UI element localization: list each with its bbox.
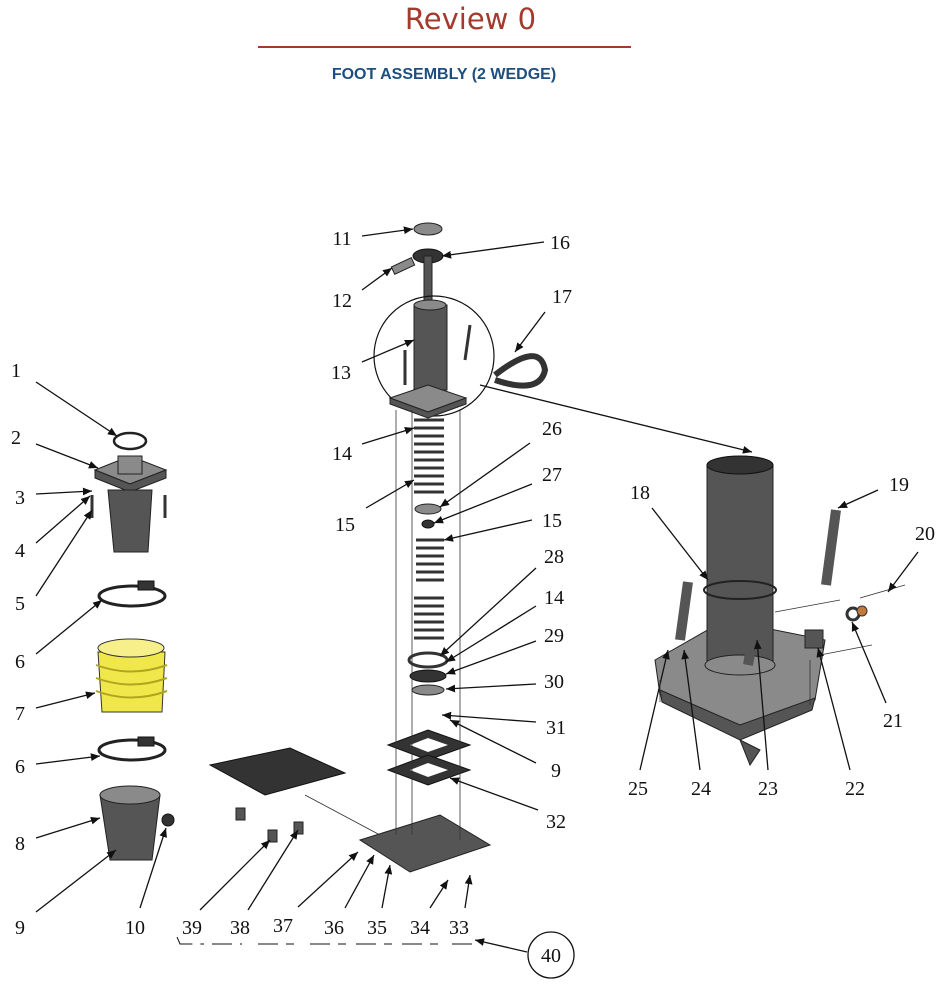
- callout-34: 34: [410, 917, 430, 939]
- heading-rule: [258, 46, 631, 48]
- part-column: [706, 464, 774, 666]
- part-ring-18: [703, 580, 777, 600]
- part-26: [414, 503, 442, 515]
- left-assembly: [90, 431, 175, 861]
- callout-35: 35: [367, 917, 387, 939]
- leader-lines: [35, 226, 919, 953]
- callout-37: 37: [273, 915, 293, 937]
- callout-25: 25: [628, 778, 648, 800]
- callout-14b: 14: [544, 587, 564, 609]
- part-ring-1: [112, 431, 148, 451]
- center-assembly: [208, 222, 753, 873]
- part-27: [421, 519, 435, 529]
- callout-40: 40: [541, 945, 561, 967]
- part-handle-17: [493, 353, 549, 389]
- callout-labels: 1 2 3 4 5 6 7 6 8 9 10 39 38 37 36 35 34…: [11, 228, 935, 979]
- callout-5: 5: [15, 593, 25, 615]
- callout-39: 39: [182, 917, 202, 939]
- callout-11: 11: [332, 228, 351, 250]
- part-pin-12: [390, 257, 416, 275]
- callout-7: 7: [15, 703, 25, 725]
- callout-21: 21: [883, 710, 903, 732]
- part-cylinder-13: [413, 304, 448, 391]
- callout-6: 6: [15, 651, 25, 673]
- part-fitting-10: [161, 813, 175, 827]
- callout-9: 9: [15, 917, 25, 939]
- callout-13: 13: [331, 362, 351, 384]
- callout-15: 15: [335, 514, 355, 536]
- part-30: [411, 684, 445, 696]
- right-assembly: [654, 455, 906, 767]
- page-title: FOOT ASSEMBLY (2 WEDGE): [331, 66, 557, 83]
- part-clamp-6b: [97, 738, 167, 762]
- callout-17: 17: [552, 286, 572, 308]
- callout-1: 1: [11, 360, 21, 382]
- callout-36: 36: [324, 917, 344, 939]
- part-springs-14-15: [414, 418, 444, 640]
- callout-22: 22: [845, 778, 865, 800]
- part-base-plate: [358, 814, 492, 873]
- callout-40-circle: [527, 931, 575, 979]
- callout-2: 2: [11, 427, 21, 449]
- callout-30: 30: [544, 671, 564, 693]
- callout-14: 14: [332, 443, 352, 465]
- callout-8: 8: [15, 833, 25, 855]
- callout-6b: 6: [15, 756, 25, 778]
- callout-26: 26: [542, 418, 562, 440]
- part-22: [804, 629, 824, 649]
- callout-32: 32: [546, 811, 566, 833]
- callout-12: 12: [332, 290, 352, 312]
- callout-15b: 15: [542, 510, 562, 532]
- callout-29: 29: [544, 625, 564, 647]
- part-11: [413, 222, 443, 236]
- callout-18: 18: [630, 482, 650, 504]
- callout-3: 3: [15, 487, 25, 509]
- callout-24: 24: [691, 778, 711, 800]
- callout-23: 23: [758, 778, 778, 800]
- callout-20: 20: [915, 523, 935, 545]
- part-clamp-6: [97, 584, 167, 608]
- callout-31: 31: [546, 717, 566, 739]
- callout-27: 27: [542, 464, 562, 486]
- callout-33: 33: [449, 917, 469, 939]
- part-wedge-plate: [208, 747, 347, 796]
- callout-4: 4: [15, 540, 25, 562]
- review-heading: Review 0: [404, 2, 537, 36]
- callout-19: 19: [889, 474, 909, 496]
- callout-10: 10: [125, 917, 145, 939]
- callout-38: 38: [230, 917, 250, 939]
- part-29: [409, 669, 447, 683]
- callout-9b: 9: [551, 760, 561, 782]
- part-bolt-19: [821, 509, 841, 586]
- part-housing-8: [99, 794, 161, 861]
- callout-28: 28: [544, 546, 564, 568]
- callout-16: 16: [550, 232, 570, 254]
